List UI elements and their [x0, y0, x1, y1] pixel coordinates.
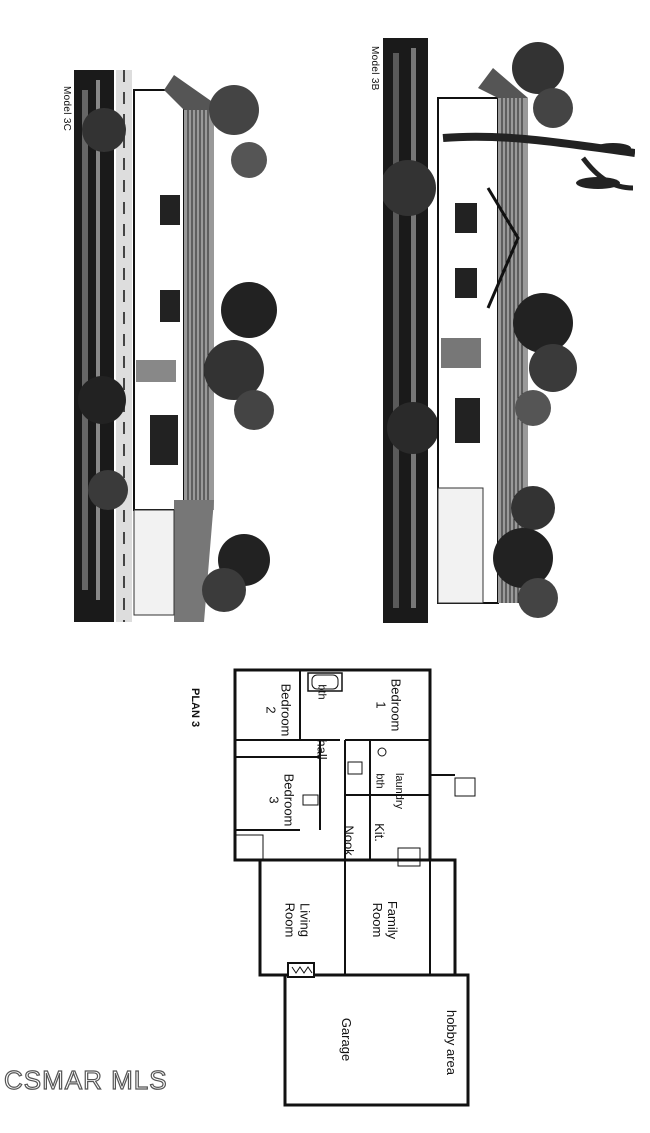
- room-nook: Nook: [341, 825, 357, 856]
- room-family: Family Room: [370, 900, 401, 940]
- room-bedroom-1: Bedroom 1: [373, 678, 404, 732]
- room-bedroom-3: Bedroom 3: [266, 773, 297, 827]
- model-3c-sketch: [74, 70, 279, 622]
- room-hall: hall: [314, 739, 330, 760]
- plan-title: PLAN 3: [189, 688, 201, 728]
- room-hobby-area: hobby area: [444, 1009, 460, 1076]
- model-3c-label: Model 3C: [61, 86, 72, 132]
- mls-watermark: CSMAR MLS: [3, 1064, 168, 1095]
- model-3b-label: Model 3B: [369, 46, 380, 91]
- floor-plan: [200, 665, 480, 1110]
- model-3b-sketch: [383, 38, 635, 623]
- room-living: Living Room: [282, 902, 313, 938]
- room-bath-2: bth: [373, 773, 386, 789]
- room-bedroom-2: Bedroom 2: [263, 683, 294, 737]
- room-kitchen: Kit.: [371, 823, 387, 842]
- room-laundry: laundry: [393, 772, 406, 810]
- room-garage: Garage: [339, 1017, 355, 1062]
- room-bath-1: bth: [315, 684, 328, 700]
